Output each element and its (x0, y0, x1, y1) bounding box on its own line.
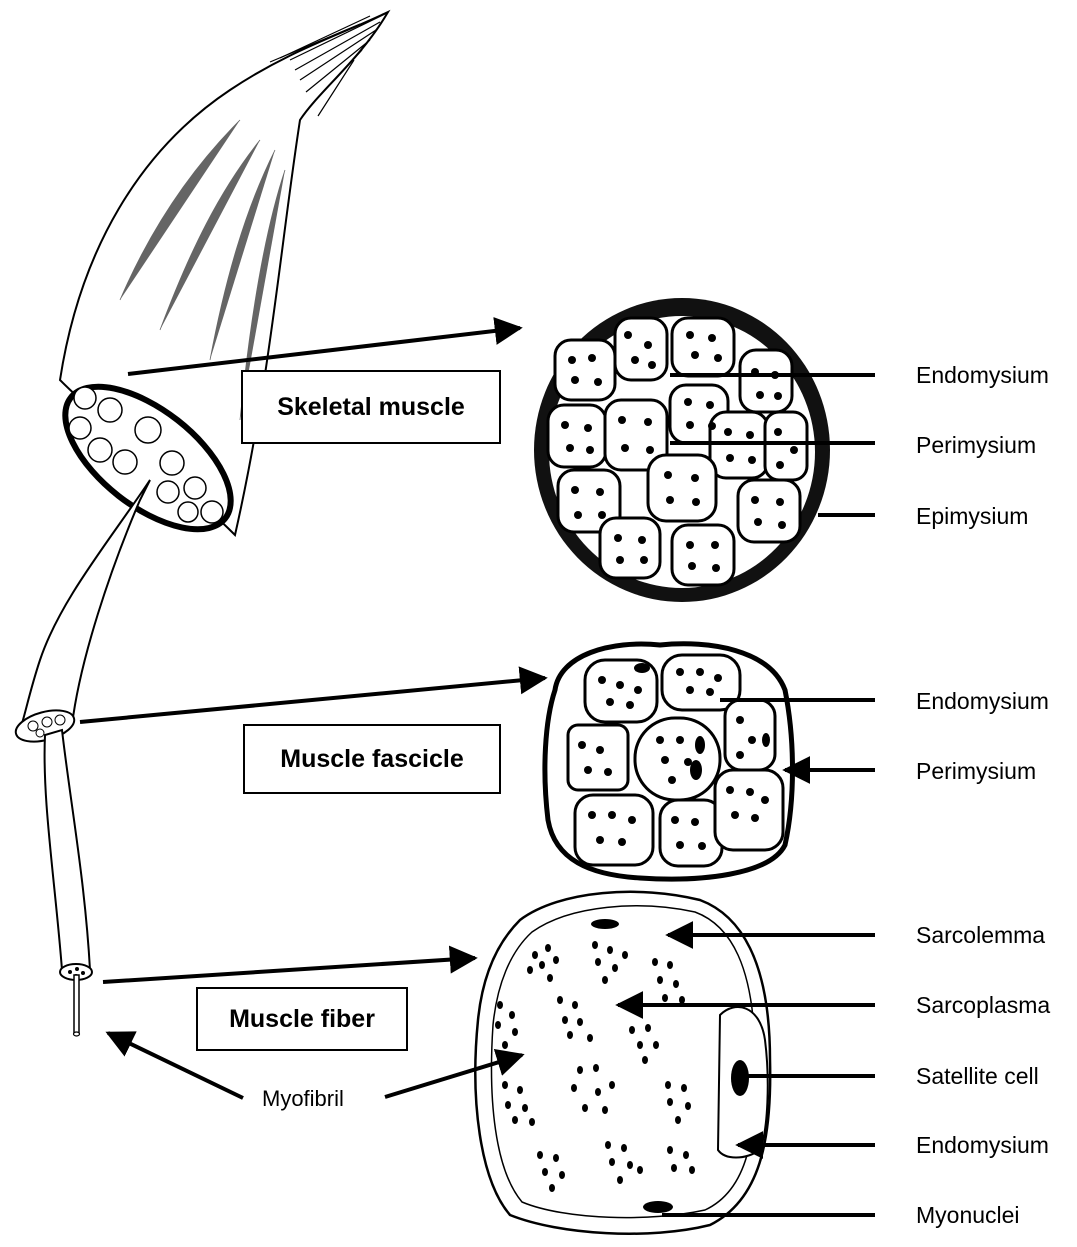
label-muscle-perimysium: Perimysium (916, 432, 1036, 459)
muscle-fiber-cross-section (475, 892, 770, 1234)
label-muscle-endomysium: Endomysium (916, 362, 1049, 389)
label-sarcolemma: Sarcolemma (916, 922, 1045, 949)
skeletal-muscle-box: Skeletal muscle (241, 370, 501, 444)
label-fascicle-perimysium: Perimysium (916, 758, 1036, 785)
muscle-fiber-box: Muscle fiber (196, 987, 408, 1051)
label-satellite-cell: Satellite cell (916, 1063, 1039, 1090)
skeletal-muscle-cross-section (534, 298, 830, 602)
label-fascicle-endomysium: Endomysium (916, 688, 1049, 715)
label-sarcoplasma: Sarcoplasma (916, 992, 1050, 1019)
label-myofibril: Myofibril (262, 1086, 344, 1112)
whole-muscle-drawing (12, 12, 388, 1036)
label-myonuclei: Myonuclei (916, 1202, 1020, 1229)
muscle-fascicle-box: Muscle fascicle (243, 724, 501, 794)
arrow-to-fascicle-section (80, 678, 545, 722)
label-fiber-endomysium: Endomysium (916, 1132, 1049, 1159)
label-muscle-epimysium: Epimysium (916, 503, 1028, 530)
arrow-to-fiber-section (103, 958, 475, 982)
muscle-fascicle-cross-section (545, 644, 793, 879)
